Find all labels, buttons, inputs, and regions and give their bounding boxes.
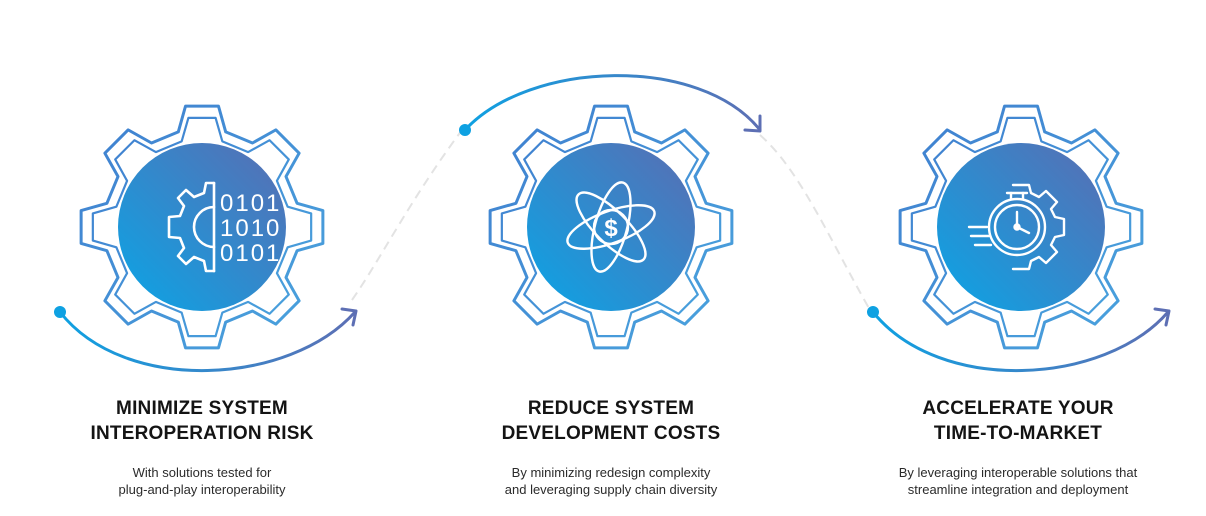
binary-digits-line3: 0101 <box>220 240 281 267</box>
flow-arc-3 <box>867 306 1171 372</box>
step-description: By minimizing redesign complexity and le… <box>431 464 791 498</box>
icon-circle <box>937 143 1105 311</box>
flow-arc-1 <box>54 306 358 372</box>
binary-digits-line2: 1010 <box>220 215 281 242</box>
arrow-head-icon <box>743 114 762 133</box>
stopwatch-gear-icon <box>967 183 1066 271</box>
step-title: REDUCE SYSTEM DEVELOPMENT COSTS <box>431 396 791 446</box>
step-description: With solutions tested for plug-and-play … <box>22 464 382 498</box>
gear-outline-icon <box>488 104 734 350</box>
arrow-head-icon <box>1153 307 1171 327</box>
step-description-line: plug-and-play interoperability <box>118 482 286 497</box>
step-title: ACCELERATE YOUR TIME-TO-MARKET <box>838 396 1198 446</box>
step-3-text: ACCELERATE YOUR TIME-TO-MARKET By levera… <box>838 396 1198 498</box>
step-title-line: INTEROPERATION RISK <box>90 423 314 444</box>
gear-inner-outline <box>910 116 1132 338</box>
binary-digits-line1: 0101 <box>220 190 281 217</box>
step-title-line: ACCELERATE YOUR <box>922 398 1114 419</box>
step-description-line: streamline integration and deployment <box>907 482 1129 497</box>
step-description-line: By leveraging interoperable solutions th… <box>898 465 1138 480</box>
step-description: By leveraging interoperable solutions th… <box>838 464 1198 498</box>
gear-inner-outline <box>91 116 313 338</box>
arrow-head-icon <box>340 307 358 327</box>
step-description-line: With solutions tested for <box>132 465 272 480</box>
icon-circle <box>118 143 286 311</box>
binary-gear-icon: 0101 1010 0101 <box>167 181 281 273</box>
gear-outer-outline <box>79 104 325 350</box>
gear-outline-icon <box>898 104 1144 350</box>
step-title-line: REDUCE SYSTEM <box>527 398 695 419</box>
step-title: MINIMIZE SYSTEM INTEROPERATION RISK <box>22 396 382 446</box>
step-1-text: MINIMIZE SYSTEM INTEROPERATION RISK With… <box>22 396 382 498</box>
dollar-atom-icon: $ <box>566 181 656 273</box>
icon-circle <box>527 143 695 311</box>
gear-inner-outline <box>500 116 722 338</box>
dashed-connector <box>351 129 463 301</box>
step-title-line: MINIMIZE SYSTEM <box>116 398 288 419</box>
step-title-line: DEVELOPMENT COSTS <box>501 423 721 444</box>
step-title-line: TIME-TO-MARKET <box>933 423 1103 444</box>
gear-outer-outline <box>488 104 734 350</box>
dashed-connector <box>759 134 871 311</box>
step-2-text: REDUCE SYSTEM DEVELOPMENT COSTS By minim… <box>431 396 791 498</box>
dollar-symbol: $ <box>604 215 618 242</box>
step-description-line: By minimizing redesign complexity <box>511 465 711 480</box>
step-description-line: and leveraging supply chain diversity <box>504 482 718 497</box>
gear-outer-outline <box>898 104 1144 350</box>
gear-outline-icon <box>79 104 325 350</box>
flow-arc-2 <box>459 74 762 136</box>
